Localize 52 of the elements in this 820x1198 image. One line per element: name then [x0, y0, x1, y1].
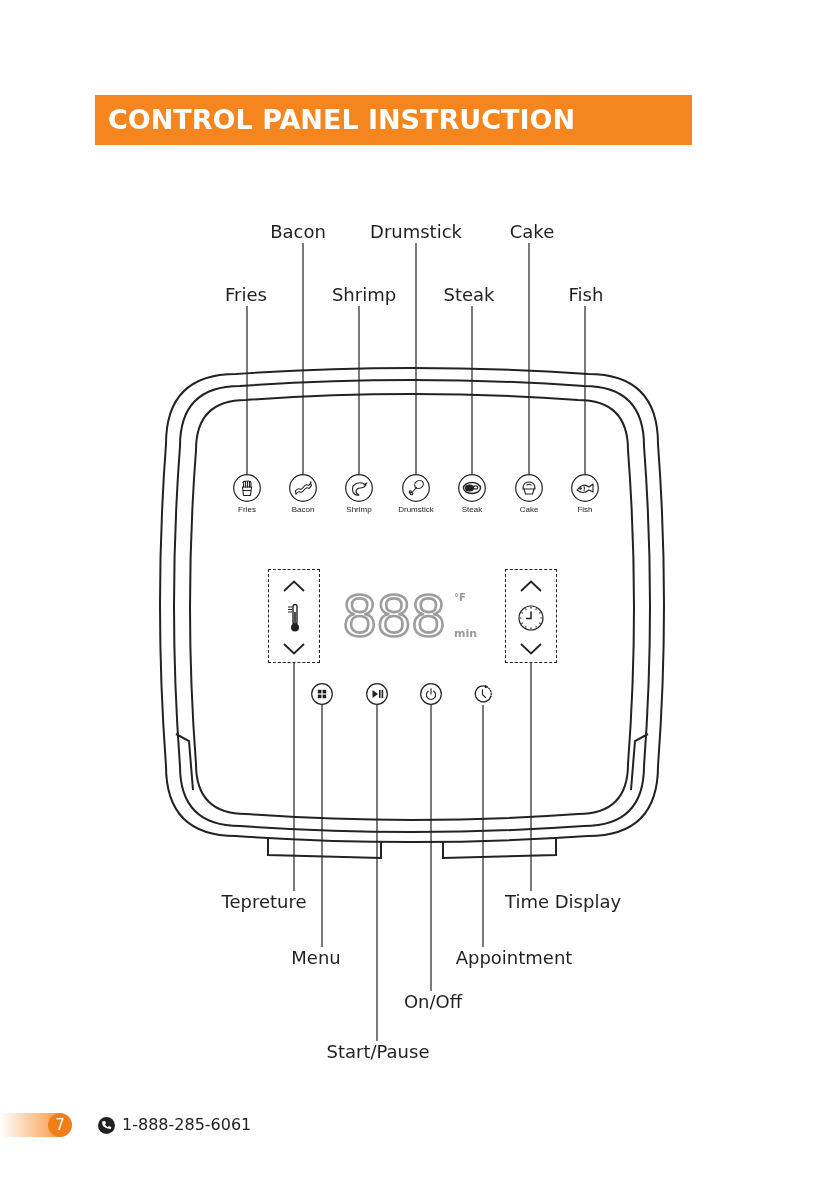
callout-label: Steak	[443, 284, 495, 306]
power-icon	[420, 683, 442, 705]
button-label: Fries	[238, 505, 256, 515]
cake-icon	[515, 474, 543, 502]
leader-line	[376, 704, 378, 1042]
callout-label: On/Off	[403, 991, 463, 1013]
leader-line	[584, 305, 586, 475]
temperature-control-box	[268, 569, 320, 663]
play-pause-icon	[366, 683, 388, 705]
leader-line	[528, 242, 530, 475]
callout-label: Drumstick	[370, 221, 462, 243]
leader-line	[471, 305, 473, 475]
leader-line	[358, 305, 360, 475]
shrimp-icon	[345, 474, 373, 502]
leader-line	[246, 305, 248, 475]
unit-label: °F	[454, 592, 466, 604]
fries-icon	[233, 474, 261, 502]
callout-label: Menu	[291, 947, 341, 969]
button-label: Steak	[461, 505, 483, 515]
leader-line	[530, 662, 532, 892]
callout-label: Shrimp	[331, 284, 397, 306]
button-label: Cake	[519, 505, 539, 515]
callout-label: Time Display	[504, 891, 622, 913]
timer-icon	[472, 683, 494, 705]
callout-label: Bacon	[270, 221, 326, 243]
fish-icon	[571, 474, 599, 502]
callout-label: Fish	[568, 284, 604, 306]
drumstick-icon	[402, 474, 430, 502]
button-label: Drumstick	[398, 505, 434, 515]
button-label: Bacon	[291, 505, 315, 515]
button-label: Fish	[577, 505, 593, 515]
callout-label: Tepreture	[221, 891, 307, 913]
steak-icon	[458, 474, 486, 502]
leader-line	[302, 242, 304, 475]
title-banner: CONTROL PANEL INSTRUCTION	[95, 95, 692, 145]
callout-label: Cake	[509, 221, 555, 243]
callout-label: Start/Pause	[326, 1041, 430, 1063]
display-digits: 888	[343, 586, 447, 646]
unit-label: min	[454, 627, 478, 640]
leader-line	[321, 704, 323, 948]
leader-line	[430, 704, 432, 992]
callout-label: Fries	[225, 284, 267, 306]
leader-line	[482, 704, 484, 948]
leader-line	[293, 662, 295, 892]
menu-icon	[311, 683, 333, 705]
timer-control-box	[505, 569, 557, 663]
phone-number: 1-888-285-6061	[122, 1115, 252, 1135]
leader-line	[415, 242, 417, 475]
callout-label: Appointment	[455, 947, 573, 969]
button-label: Shrimp	[346, 505, 372, 515]
bacon-icon	[289, 474, 317, 502]
page-number: 7	[48, 1113, 72, 1137]
